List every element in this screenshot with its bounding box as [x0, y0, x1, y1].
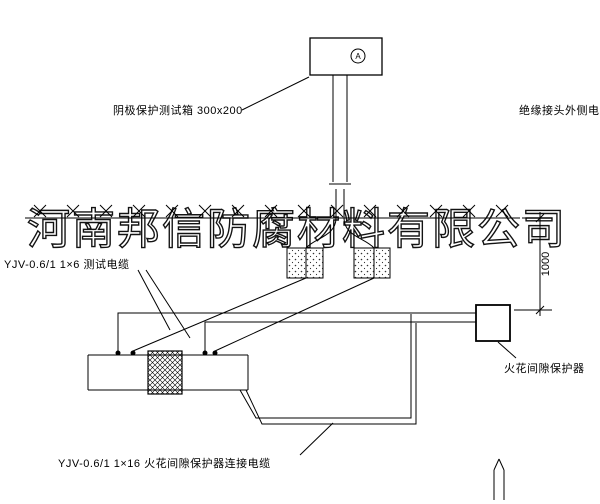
riser-conduit [305, 75, 375, 249]
label-connection-cable: YJV-0.6/1 1×16 火花间隙保护器连接电缆 [58, 458, 271, 470]
insulating-joint [147, 350, 183, 395]
label-spark-gap-protector: 火花间隙保护器 [504, 363, 585, 375]
leader-test-box-label [241, 76, 310, 111]
leader-connection-cable-label [299, 422, 334, 456]
watermark-text: 河南邦信防腐材料有限公司 [27, 206, 567, 254]
label-test-cable: YJV-0.6/1 1×6 测试电缆 [4, 259, 130, 271]
dimension-1000: 1000 [514, 212, 552, 316]
protection-block-right [353, 247, 391, 279]
test-cables [132, 277, 375, 352]
label-insulated-joint-cable: 绝缘接头外侧电缆 [519, 105, 600, 117]
label-test-box: 阴极保护测试箱 300x200 [113, 105, 243, 117]
cable-terminals [115, 350, 218, 356]
section-marker [493, 458, 505, 500]
ammeter-symbol [350, 48, 366, 64]
dimension-label: 1000 [540, 252, 552, 276]
ammeter-label: A [355, 52, 361, 61]
leader-spark-label [497, 341, 517, 359]
leader-test-cable-label [137, 269, 191, 339]
protection-block-left [286, 247, 324, 279]
cathodic-test-box: A [309, 37, 383, 76]
spark-gap-protector-box [475, 304, 511, 342]
spark-gap-cables [117, 312, 476, 425]
